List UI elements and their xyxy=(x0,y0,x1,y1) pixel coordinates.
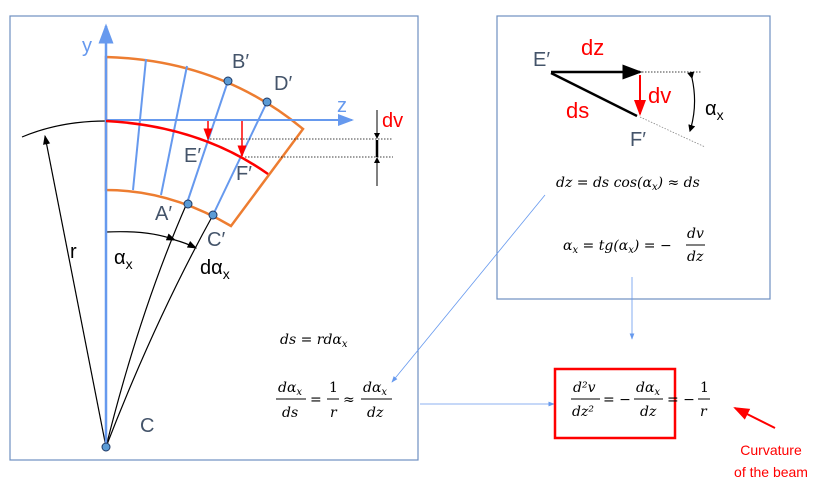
ds-vector xyxy=(550,71,638,118)
svg-text:=: = xyxy=(310,392,322,408)
right-panel-frame xyxy=(496,15,771,300)
d-label: D′ xyxy=(274,73,292,95)
svg-text:dz: dz xyxy=(687,249,704,265)
point-c-prime xyxy=(208,210,218,220)
svg-text:dv: dv xyxy=(687,226,704,242)
svg-text:ds: ds xyxy=(282,405,298,421)
dv-label: dv xyxy=(382,110,403,132)
svg-text:dαx: dαx xyxy=(636,380,660,398)
tri-alpha-label: αx xyxy=(705,98,724,123)
point-d xyxy=(262,97,272,107)
formula-alpha-tg: αx = tg(αx) = − dv dz xyxy=(563,226,705,265)
radial-line-c xyxy=(105,214,214,448)
result-highlight-box xyxy=(553,367,677,440)
section-line-cd xyxy=(212,101,268,216)
formula-dalpha-ds: dαx ds = 1 r ≈ dαx dz xyxy=(276,380,392,421)
formula-curvature: d²v dz² = − dαx dz = − 1 r xyxy=(571,380,710,420)
formula-ds-rdalpha: ds = rdαx xyxy=(280,332,348,350)
f-label: F′ xyxy=(236,163,252,185)
dalpha-angle-arc xyxy=(174,239,198,249)
beam-segment-outline xyxy=(104,55,305,228)
y-label: y xyxy=(82,35,92,57)
r-label: r xyxy=(70,241,77,263)
radius-arrow xyxy=(43,134,107,448)
svg-text:1: 1 xyxy=(329,380,338,396)
points xyxy=(101,76,272,452)
alpha-angle-arc xyxy=(105,231,177,241)
b-label: B′ xyxy=(232,51,249,73)
tri-ds-label: ds xyxy=(566,98,589,123)
z-label: z xyxy=(337,95,347,117)
svg-text:r: r xyxy=(700,404,708,420)
curvature-note-line2: of the beam xyxy=(734,464,808,480)
point-c xyxy=(101,442,111,452)
tri-dz-label: dz xyxy=(581,35,604,60)
svg-text:d²v: d²v xyxy=(573,380,596,396)
point-a xyxy=(183,199,193,209)
svg-text:= −: = − xyxy=(603,392,631,408)
c-prime-label: C′ xyxy=(207,229,225,251)
tri-e-label: E′ xyxy=(533,49,550,71)
radial-line-a xyxy=(105,202,188,448)
point-b xyxy=(223,76,233,86)
svg-text:dz: dz xyxy=(367,405,384,421)
alpha-label: αx xyxy=(114,247,133,272)
left-panel-frame xyxy=(9,15,419,461)
e-label: E′ xyxy=(184,145,201,167)
dotted-line xyxy=(639,116,706,148)
svg-text:dαx: dαx xyxy=(363,380,387,398)
tri-dv-label: dv xyxy=(648,83,671,108)
curvature-pointer-arrow xyxy=(733,407,776,429)
formula-dz-ds: dz = ds cos(αx) ≈ ds xyxy=(556,175,700,193)
svg-text:dz²: dz² xyxy=(572,404,594,420)
dalpha-label: dαx xyxy=(200,257,230,282)
svg-text:dz: dz xyxy=(640,404,657,420)
connector-arrow xyxy=(391,194,546,383)
svg-text:≈: ≈ xyxy=(343,392,355,408)
svg-text:dαx: dαx xyxy=(278,380,302,398)
svg-text:= −: = − xyxy=(667,392,695,408)
neutral-axis-deformed xyxy=(105,119,269,176)
alpha-arc xyxy=(687,71,696,133)
tri-f-label: F′ xyxy=(630,129,646,151)
reference-arc xyxy=(21,120,107,138)
a-label: A′ xyxy=(155,203,172,225)
c-label: C xyxy=(140,415,154,437)
svg-text:αx = tg(αx) = −: αx = tg(αx) = − xyxy=(563,238,672,256)
svg-text:1: 1 xyxy=(700,380,709,396)
svg-text:r: r xyxy=(330,405,338,421)
curvature-note-line1: Curvature xyxy=(740,442,802,458)
